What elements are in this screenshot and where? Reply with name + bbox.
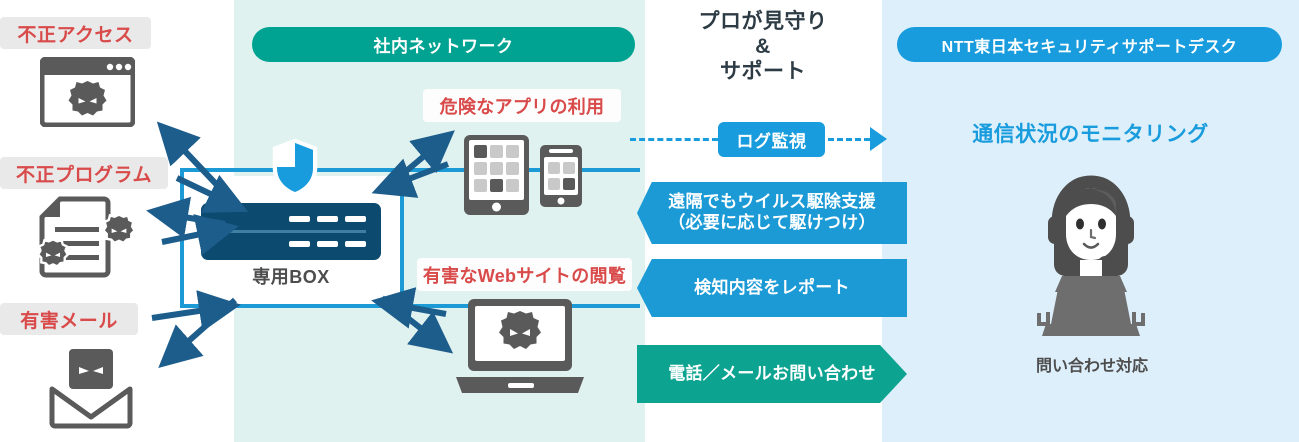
monitoring-caption: 通信状況のモニタリング — [972, 123, 1209, 146]
threat-label-unauthorized-access: 不正アクセス — [0, 17, 151, 49]
threat-label-malicious-program: 不正プログラム — [0, 157, 168, 189]
threat-label-text: 不正プログラム — [16, 164, 152, 186]
threat-label-text: 不正アクセス — [17, 24, 134, 46]
support-desk-label: NTT東日本セキュリティサポートデスク — [941, 38, 1238, 56]
headline-line-1: プロが見守り — [698, 10, 828, 33]
operator-headset-laptop-icon — [1032, 172, 1150, 342]
threat-arrow-middle-left — [146, 196, 239, 256]
tablet-smartphone-icon — [464, 135, 582, 215]
usage-arrow-laptop — [371, 287, 454, 354]
browser-virus-icon — [40, 57, 135, 127]
threat-arrow-bottom-left — [151, 290, 241, 368]
threat-label-text: 有害メール — [20, 310, 118, 332]
document-virus-icon — [30, 193, 145, 281]
dedicated-box-caption: 専用BOX — [252, 267, 330, 287]
flow-banner-phone-mail-inquiry: 電話／メールお問い合わせ — [637, 345, 907, 403]
support-desk-pill: NTT東日本セキュリティサポートデスク — [897, 27, 1282, 62]
headline-line-3: サポート — [720, 59, 806, 83]
internal-network-label: 社内ネットワーク — [373, 37, 514, 56]
log-monitoring-chip: ログ監視 — [718, 122, 825, 157]
usage-label-harmful-websites: 有害なWebサイトの閲覧 — [417, 258, 632, 291]
log-monitoring-label: ログ監視 — [736, 132, 807, 151]
flow-banner-line: 電話／メールお問い合わせ — [668, 363, 876, 383]
headline-line-2: & — [755, 34, 771, 58]
flow-banner-line: 遠隔でもウイルス駆除支援 — [668, 192, 876, 212]
flow-banner-line: （必要に応じて駆けつけ） — [668, 213, 876, 232]
usage-label-risky-apps: 危険なアプリの利用 — [423, 89, 621, 122]
log-flow-dash-left — [630, 138, 718, 141]
internal-network-pill: 社内ネットワーク — [252, 27, 635, 62]
flow-banner-line: 検知内容をレポート — [694, 277, 850, 297]
dedicated-box-device-icon — [201, 203, 381, 260]
shield-icon — [272, 139, 318, 197]
threat-arrow-top-left — [156, 121, 249, 213]
flow-banner-remote-virus-removal: 遠隔でもウイルス駆除支援 （必要に応じて駆けつけ） — [637, 182, 907, 244]
threat-label-harmful-mail: 有害メール — [0, 303, 138, 335]
laptop-virus-icon — [452, 299, 588, 395]
flow-banner-detection-report: 検知内容をレポート — [637, 259, 907, 317]
page-headline: プロが見守り & サポート — [648, 10, 878, 84]
log-flow-dash-right — [828, 138, 870, 141]
usage-arrow-tablet — [371, 130, 455, 198]
mail-virus-icon — [48, 345, 134, 431]
usage-label-text: 有害なWebサイトの閲覧 — [422, 265, 627, 286]
log-flow-arrowhead-icon — [870, 127, 887, 151]
operator-caption: 問い合わせ対応 — [1035, 358, 1148, 375]
usage-label-text: 危険なアプリの利用 — [439, 96, 605, 117]
